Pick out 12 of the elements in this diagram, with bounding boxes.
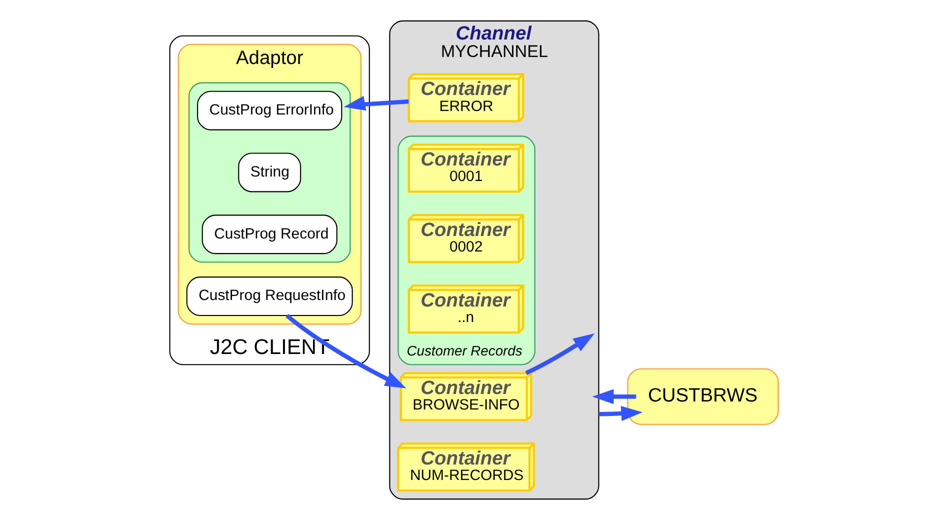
arrow xyxy=(592,389,636,404)
node-box: CustProg RequestInfo xyxy=(186,276,352,316)
node-box: CustProg Record xyxy=(201,214,337,254)
node-text: CUSTBRWS xyxy=(647,385,758,406)
arrow xyxy=(524,333,594,375)
node-box: String xyxy=(238,152,301,192)
cluster xyxy=(626,368,778,425)
arrow xyxy=(598,406,642,421)
arrow xyxy=(343,96,408,111)
cluster xyxy=(188,82,350,263)
node-box: CustProg ErrorInfo xyxy=(196,90,342,130)
arrow xyxy=(285,314,406,388)
